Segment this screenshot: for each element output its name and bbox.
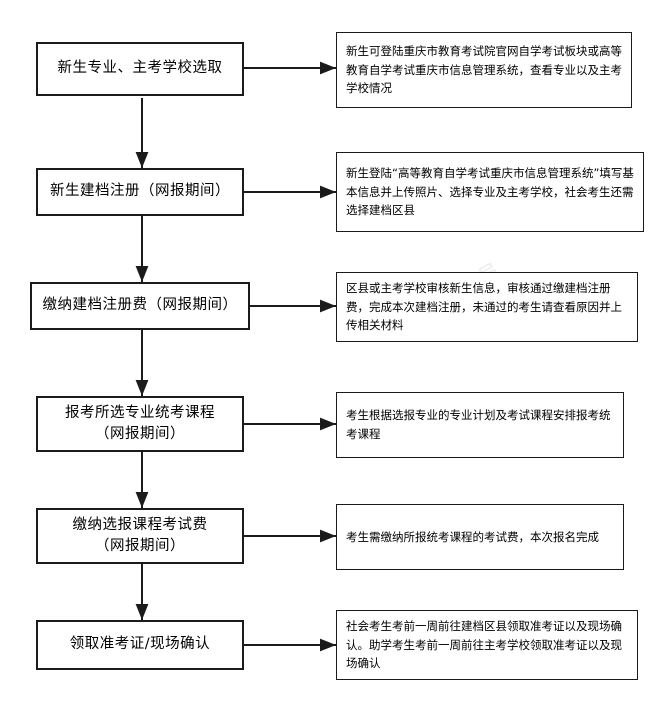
step-label-5: 缴纳选报课程考试费 （网报期间） [72, 516, 208, 554]
note-node-5: 考生需缴纳所报统考课程的考试费，本次报名完成 [336, 504, 624, 570]
step-node-2[interactable]: 新生建档注册（网报期间） [36, 168, 244, 216]
step-node-6[interactable]: 领取准考证/现场确认 [36, 620, 244, 670]
note-node-3: 区县或主考学校审核新生信息，审核通过缴建档注册费，完成本次建档注册，未通过的考生… [336, 272, 638, 342]
step-label-1: 新生专业、主考学校选取 [57, 60, 223, 77]
step-label-3: 缴纳建档注册费（网报期间） [42, 297, 238, 314]
step-label-6: 领取准考证/现场确认 [69, 636, 211, 653]
note-text-5: 考生需缴纳所报统考课程的考试费，本次报名完成 [346, 529, 599, 544]
step-node-1[interactable]: 新生专业、主考学校选取 [36, 42, 244, 96]
note-node-6: 社会考生考前一周前往建档区县领取准考证以及现场确认。助学考生考前一周前往主考学校… [336, 610, 638, 680]
note-text-4: 考生根据选报专业的专业计划及考试课程安排报考统考课程 [346, 408, 611, 441]
note-text-1: 新生可登陆重庆市教育考试院官网自学考试板块或高等教育自学考试重庆市信息管理系统，… [346, 43, 622, 96]
step-node-3[interactable]: 缴纳建档注册费（网报期间） [30, 282, 250, 330]
note-node-2: 新生登陆“高等教育自学考试重庆市信息管理系统”填写基本信息并上传照片、选择专业及… [336, 152, 644, 232]
note-text-6: 社会考生考前一周前往建档区县领取准考证以及现场确认。助学考生考前一周前往主考学校… [346, 618, 622, 671]
step-node-5[interactable]: 缴纳选报课程考试费 （网报期间） [36, 508, 244, 564]
note-node-1: 新生可登陆重庆市教育考试院官网自学考试板块或高等教育自学考试重庆市信息管理系统，… [336, 32, 632, 108]
note-node-4: 考生根据选报专业的专业计划及考试课程安排报考统考课程 [336, 392, 624, 458]
note-text-3: 区县或主考学校审核新生信息，审核通过缴建档注册费，完成本次建档注册，未通过的考生… [346, 280, 622, 333]
step-label-2: 新生建档注册（网报期间） [50, 183, 230, 200]
step-node-4[interactable]: 报考所选专业统考课程 （网报期间） [36, 396, 244, 452]
note-text-2: 新生登陆“高等教育自学考试重庆市信息管理系统”填写基本信息并上传照片、选择专业及… [346, 165, 634, 218]
step-label-4: 报考所选专业统考课程 （网报期间） [65, 404, 215, 442]
